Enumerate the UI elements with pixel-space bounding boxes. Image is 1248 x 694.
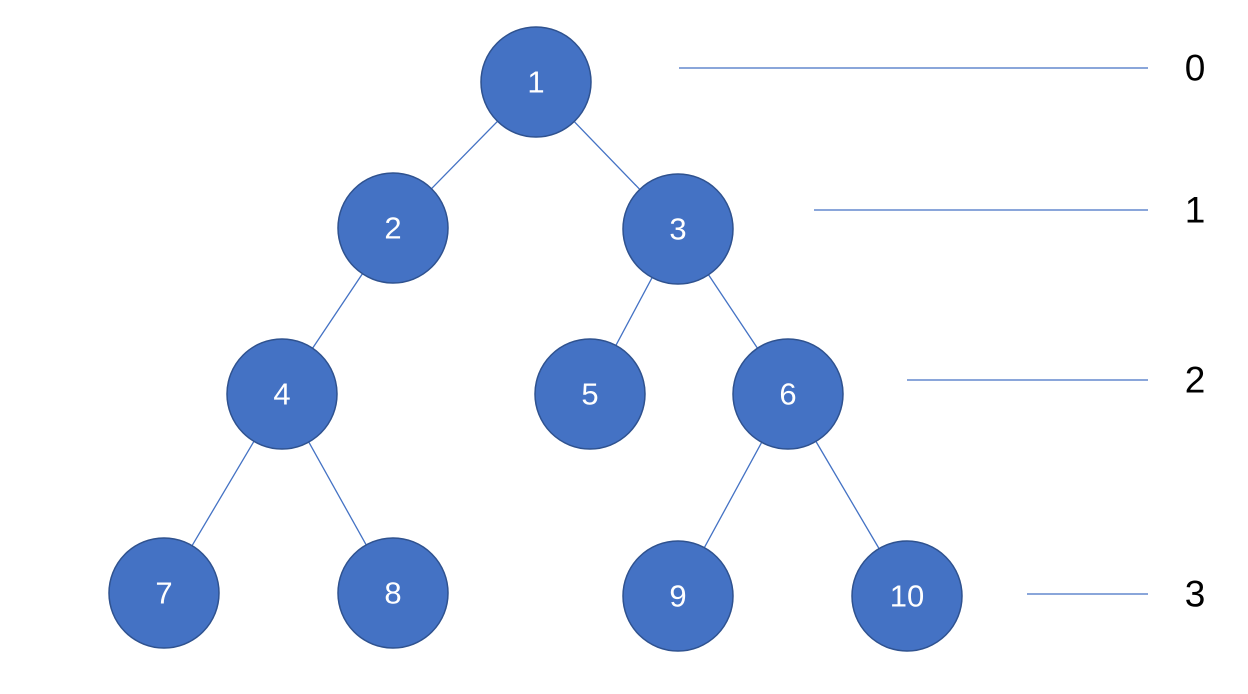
level-marker-2: 2 (907, 360, 1205, 401)
tree-node-7: 7 (108, 537, 220, 649)
node-label: 3 (669, 212, 686, 247)
edge-n3-n5 (615, 277, 653, 346)
node-circle (337, 537, 449, 649)
level-marker-1: 1 (814, 190, 1205, 231)
edge-n3-n6 (707, 274, 759, 349)
level-markers: 0 1 2 3 (679, 48, 1205, 615)
level-label: 0 (1185, 48, 1206, 89)
edge-n4-n8 (308, 441, 367, 546)
level-label: 1 (1185, 190, 1206, 231)
tree-node-5: 5 (534, 338, 646, 450)
tree-node-2: 2 (337, 172, 449, 284)
node-label: 9 (669, 579, 686, 614)
edge-n1-n3 (573, 121, 641, 190)
node-label: 5 (581, 377, 598, 412)
node-label: 6 (779, 377, 796, 412)
tree-node-6: 6 (732, 338, 844, 450)
node-circle (480, 26, 592, 138)
node-circle (622, 173, 734, 285)
tree-nodes: 1 2 3 4 5 6 7 8 9 10 (108, 26, 963, 652)
tree-node-9: 9 (622, 540, 734, 652)
edge-n2-n4 (312, 273, 363, 349)
node-circle (534, 338, 646, 450)
edge-n6-n9 (703, 441, 763, 549)
level-label: 2 (1185, 360, 1206, 401)
edge-n6-n10 (815, 441, 880, 549)
tree-edges (191, 120, 880, 549)
node-label: 10 (890, 579, 924, 614)
node-circle (732, 338, 844, 450)
level-marker-0: 0 (679, 48, 1205, 89)
tree-node-4: 4 (226, 338, 338, 450)
tree-node-10: 10 (851, 540, 963, 652)
edge-n1-n2 (431, 120, 498, 190)
tree-node-3: 3 (622, 173, 734, 285)
level-label: 3 (1185, 574, 1206, 615)
node-label: 8 (384, 576, 401, 611)
node-circle (226, 338, 338, 450)
level-marker-3: 3 (1027, 574, 1205, 615)
node-label: 4 (273, 377, 290, 412)
tree-node-1: 1 (480, 26, 592, 138)
node-label: 1 (527, 65, 544, 100)
edge-n4-n7 (191, 440, 255, 547)
node-circle (337, 172, 449, 284)
node-circle (622, 540, 734, 652)
node-label: 2 (384, 211, 401, 246)
tree-node-8: 8 (337, 537, 449, 649)
node-label: 7 (155, 576, 172, 611)
node-circle (108, 537, 220, 649)
node-circle (851, 540, 963, 652)
